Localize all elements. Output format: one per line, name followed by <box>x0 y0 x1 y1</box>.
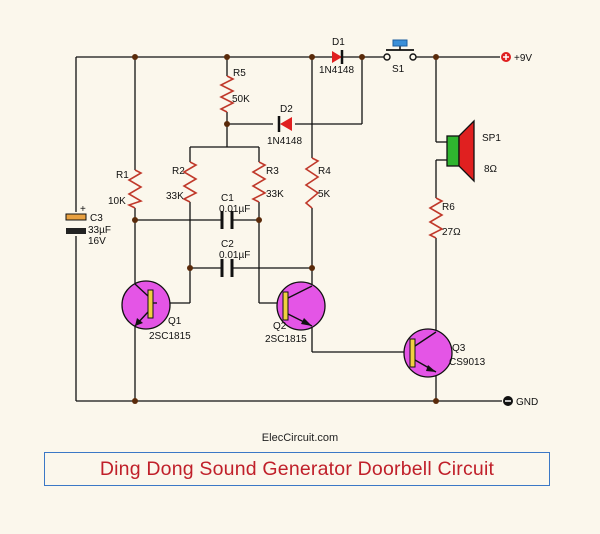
label-sp1: SP1 <box>482 133 501 144</box>
label-r3-value: 33K <box>266 189 284 200</box>
label-r4-value: 5K <box>318 189 331 200</box>
resistor-r4 <box>304 157 320 209</box>
label-r5-value: 50K <box>232 94 250 105</box>
label-d2: D2 <box>280 104 293 115</box>
resistor-r6 <box>428 197 444 239</box>
label-r2-value: 33K <box>166 191 184 202</box>
label-s1: S1 <box>392 64 405 75</box>
label-r5: R5 <box>233 68 246 79</box>
transistor-q1 <box>121 280 171 330</box>
label-c3-value-cap: 33µF <box>88 225 111 236</box>
label-gnd: GND <box>516 397 538 408</box>
label-r2: R2 <box>172 166 185 177</box>
site-credit: ElecCircuit.com <box>261 432 339 444</box>
vcc-terminal-icon <box>501 52 511 62</box>
resistor-r1 <box>126 169 143 209</box>
transistor-q2 <box>276 281 326 331</box>
junction-dots <box>132 54 439 404</box>
label-d1-part: 1N4148 <box>319 65 354 76</box>
label-q2-part: 2SC1815 <box>265 334 307 345</box>
label-r6-value: 27Ω <box>442 227 461 238</box>
speaker-sp1 <box>436 119 475 183</box>
label-r1: R1 <box>116 170 129 181</box>
label-r1-value: 10K <box>108 196 126 207</box>
label-c2: C2 <box>221 239 234 250</box>
wires <box>75 56 502 402</box>
label-r4: R4 <box>318 166 331 177</box>
label-q2: Q2 <box>273 321 287 332</box>
label-c1-value: 0.01µF <box>219 204 250 215</box>
capacitor-c3 <box>65 213 87 234</box>
label-c3-value-volt: 16V <box>88 236 106 247</box>
label-q1: Q1 <box>168 316 182 327</box>
label-d1: D1 <box>332 37 345 48</box>
label-c1: C1 <box>221 193 234 204</box>
diagram-title: Ding Dong Sound Generator Doorbell Circu… <box>99 457 495 480</box>
diode-d2 <box>277 116 292 132</box>
capacitor-c1 <box>220 211 234 229</box>
component-labels: D1 1N4148 S1 +9V GND R5 50K D2 1N4148 R1… <box>80 37 538 408</box>
label-c2-value: 0.01µF <box>219 250 250 261</box>
resistor-r3 <box>251 161 267 203</box>
capacitor-c2 <box>220 259 234 277</box>
resistor-r5 <box>219 75 235 113</box>
label-q3: Q3 <box>452 343 466 354</box>
gnd-terminal-icon <box>503 396 513 406</box>
label-r3: R3 <box>266 166 279 177</box>
title-box: Ding Dong Sound Generator Doorbell Circu… <box>44 452 550 486</box>
label-q1-part: 2SC1815 <box>149 331 191 342</box>
pushbutton-s1 <box>383 39 417 61</box>
transistor-q3 <box>403 328 453 378</box>
label-c3: C3 <box>90 213 103 224</box>
label-c3-plus: + <box>80 204 86 215</box>
resistor-r2 <box>182 161 198 203</box>
label-r6: R6 <box>442 202 455 213</box>
label-vcc: +9V <box>514 53 532 64</box>
diode-d1 <box>332 50 344 64</box>
label-q3-part: CS9013 <box>449 357 486 368</box>
label-sp1-value: 8Ω <box>484 164 498 175</box>
label-d2-part: 1N4148 <box>267 136 302 147</box>
